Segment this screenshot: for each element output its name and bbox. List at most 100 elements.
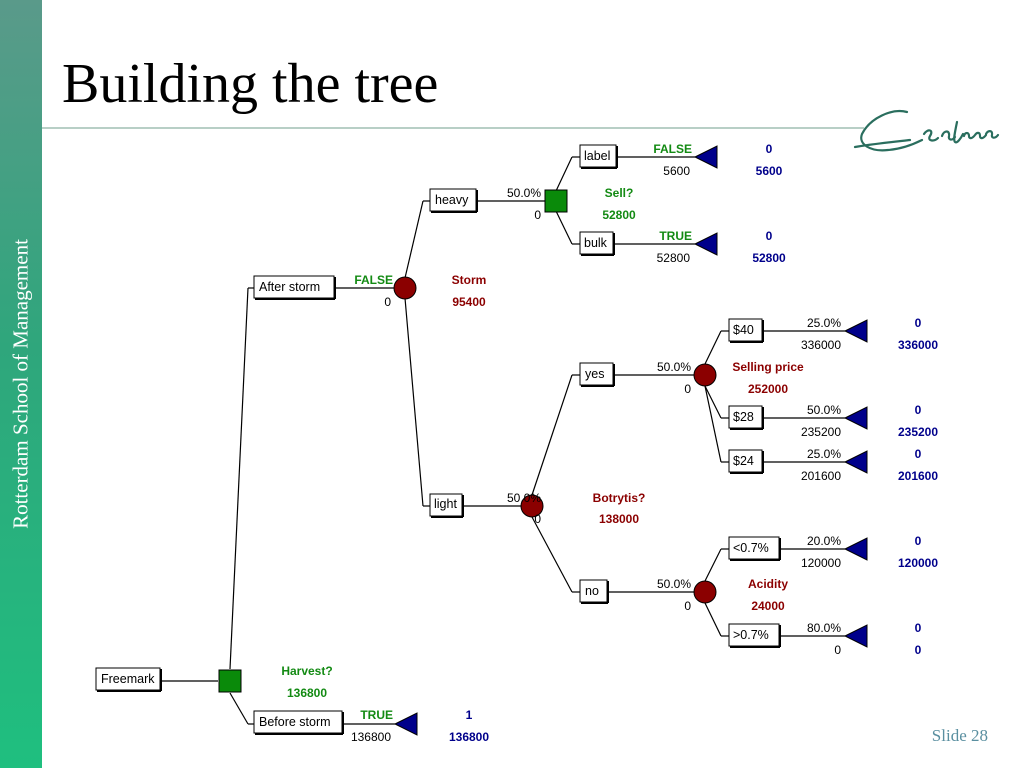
slide-number: Slide 28 [931,726,988,745]
price-28-tprob: 0 [915,403,922,417]
heavy-value: 0 [534,208,541,222]
no-value: 0 [684,599,691,613]
sell-name: Sell? [605,186,634,200]
storm-name: Storm [452,273,487,287]
branch-no: no [579,579,609,604]
yes-label: yes [585,367,604,381]
price-24-label: $24 [733,454,754,468]
branch-acidity-high: >0.7% [728,623,781,648]
botrytis-value: 138000 [599,512,639,526]
before-storm-choice: TRUE [360,708,393,722]
title-divider [42,127,864,129]
branch-label: label [579,144,618,169]
price-28-label: $28 [733,410,754,424]
label-choice: FALSE [653,142,692,156]
root-label: Freemark [101,672,155,686]
terminal-price-24 [843,450,868,474]
terminal-bulk [693,232,718,256]
no-prob: 50.0% [657,577,691,591]
acidity-value: 24000 [751,599,785,613]
before-storm-prob: 1 [466,708,473,722]
branch-before-storm: Before storm [253,710,344,735]
no-label: no [585,584,599,598]
harvest-value: 136800 [287,686,327,700]
sidebar: Rotterdam School of Management [0,0,42,768]
botrytis-name: Botrytis? [593,491,646,505]
terminal-label [693,145,718,169]
before-storm-value: 136800 [351,730,391,744]
label-payoff: 5600 [756,164,783,178]
price-24-value: 201600 [801,469,841,483]
branch-price-40: $40 [728,318,764,343]
acidity-high-tprob: 0 [915,621,922,635]
branch-heavy: heavy [429,188,478,213]
terminal-before-storm [393,712,418,736]
terminal-price-28 [843,406,868,430]
storm-chance-node [393,276,417,300]
bulk-payoff: 52800 [752,251,786,265]
light-prob: 50.0% [507,491,541,505]
erasmus-signature-logo-icon [853,110,1000,152]
after-storm-choice: FALSE [354,273,393,287]
terminal-acidity-high [843,624,868,648]
sell-value: 52800 [602,208,636,222]
selling-price-value: 252000 [748,382,788,396]
acidity-low-payoff: 120000 [898,556,938,570]
price-28-payoff: 235200 [898,425,938,439]
acidity-high-label: >0.7% [733,628,769,642]
price-40-tprob: 0 [915,316,922,330]
price-24-tprob: 0 [915,447,922,461]
bulk-prob: 0 [766,229,773,243]
acidity-low-label: <0.7% [733,541,769,555]
acidity-low-value: 120000 [801,556,841,570]
price-28-value: 235200 [801,425,841,439]
acidity-high-value: 0 [834,643,841,657]
price-24-prob: 25.0% [807,447,841,461]
price-40-label: $40 [733,323,754,337]
bulk-label: bulk [584,236,608,250]
sell-decision-node [544,189,568,213]
label-prob: 0 [766,142,773,156]
price-28-prob: 50.0% [807,403,841,417]
yes-prob: 50.0% [657,360,691,374]
branch-after-storm: After storm [253,275,336,300]
harvest-decision-node [218,669,242,693]
botrytis-chance-node [520,494,544,518]
after-storm-label: After storm [259,280,320,294]
light-label: light [434,497,457,511]
acidity-high-payoff: 0 [915,643,922,657]
branch-price-24: $24 [728,449,764,474]
heavy-prob: 50.0% [507,186,541,200]
price-24-payoff: 201600 [898,469,938,483]
branch-light: light [429,493,464,518]
acidity-chance-node [693,580,717,604]
after-storm-value: 0 [384,295,391,309]
heavy-label: heavy [435,193,469,207]
selling-price-name: Selling price [732,360,804,374]
bulk-value: 52800 [657,251,691,265]
storm-value: 95400 [452,295,486,309]
acidity-name: Acidity [748,577,788,591]
before-storm-payoff: 136800 [449,730,489,744]
branch-bulk: bulk [579,231,615,256]
terminal-acidity-low [843,537,868,561]
yes-value: 0 [684,382,691,396]
bulk-choice: TRUE [659,229,692,243]
branch-yes: yes [579,362,615,387]
terminal-price-40 [843,319,868,343]
price-40-payoff: 336000 [898,338,938,352]
acidity-low-tprob: 0 [915,534,922,548]
price-40-prob: 25.0% [807,316,841,330]
slide-title: Building the tree [62,53,439,115]
price-40-value: 336000 [801,338,841,352]
before-storm-label: Before storm [259,715,331,729]
light-value: 0 [534,512,541,526]
acidity-low-prob: 20.0% [807,534,841,548]
label-branch-label: label [584,149,610,163]
label-value: 5600 [663,164,690,178]
branch-price-28: $28 [728,405,764,430]
branch-freemark: Freemark [95,667,162,692]
harvest-name: Harvest? [281,664,332,678]
selling-price-chance-node [693,363,717,387]
